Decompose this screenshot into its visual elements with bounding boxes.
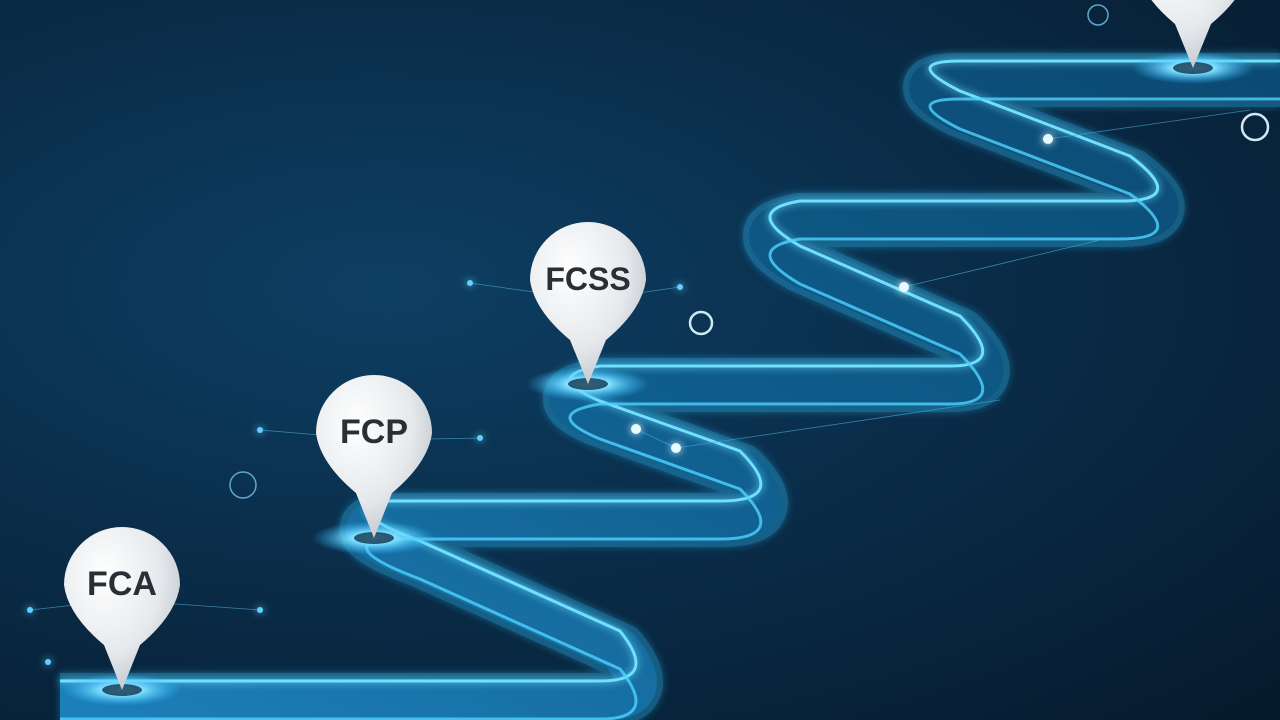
milestone-label-fcp: FCP — [340, 413, 408, 451]
milestone-label-fcss: FCSS — [545, 261, 630, 297]
milestone-pin-fcss: FCSS — [526, 222, 650, 401]
milestone-pin-top — [1131, 0, 1255, 84]
ring-markers — [229, 4, 1270, 499]
winding-path — [60, 53, 1280, 720]
milestone-pin-fca: FCA — [62, 526, 182, 706]
node-dots — [27, 134, 1053, 665]
milestone-pin-fcp: FCP — [312, 375, 436, 555]
milestone-label-fca: FCA — [87, 565, 157, 603]
